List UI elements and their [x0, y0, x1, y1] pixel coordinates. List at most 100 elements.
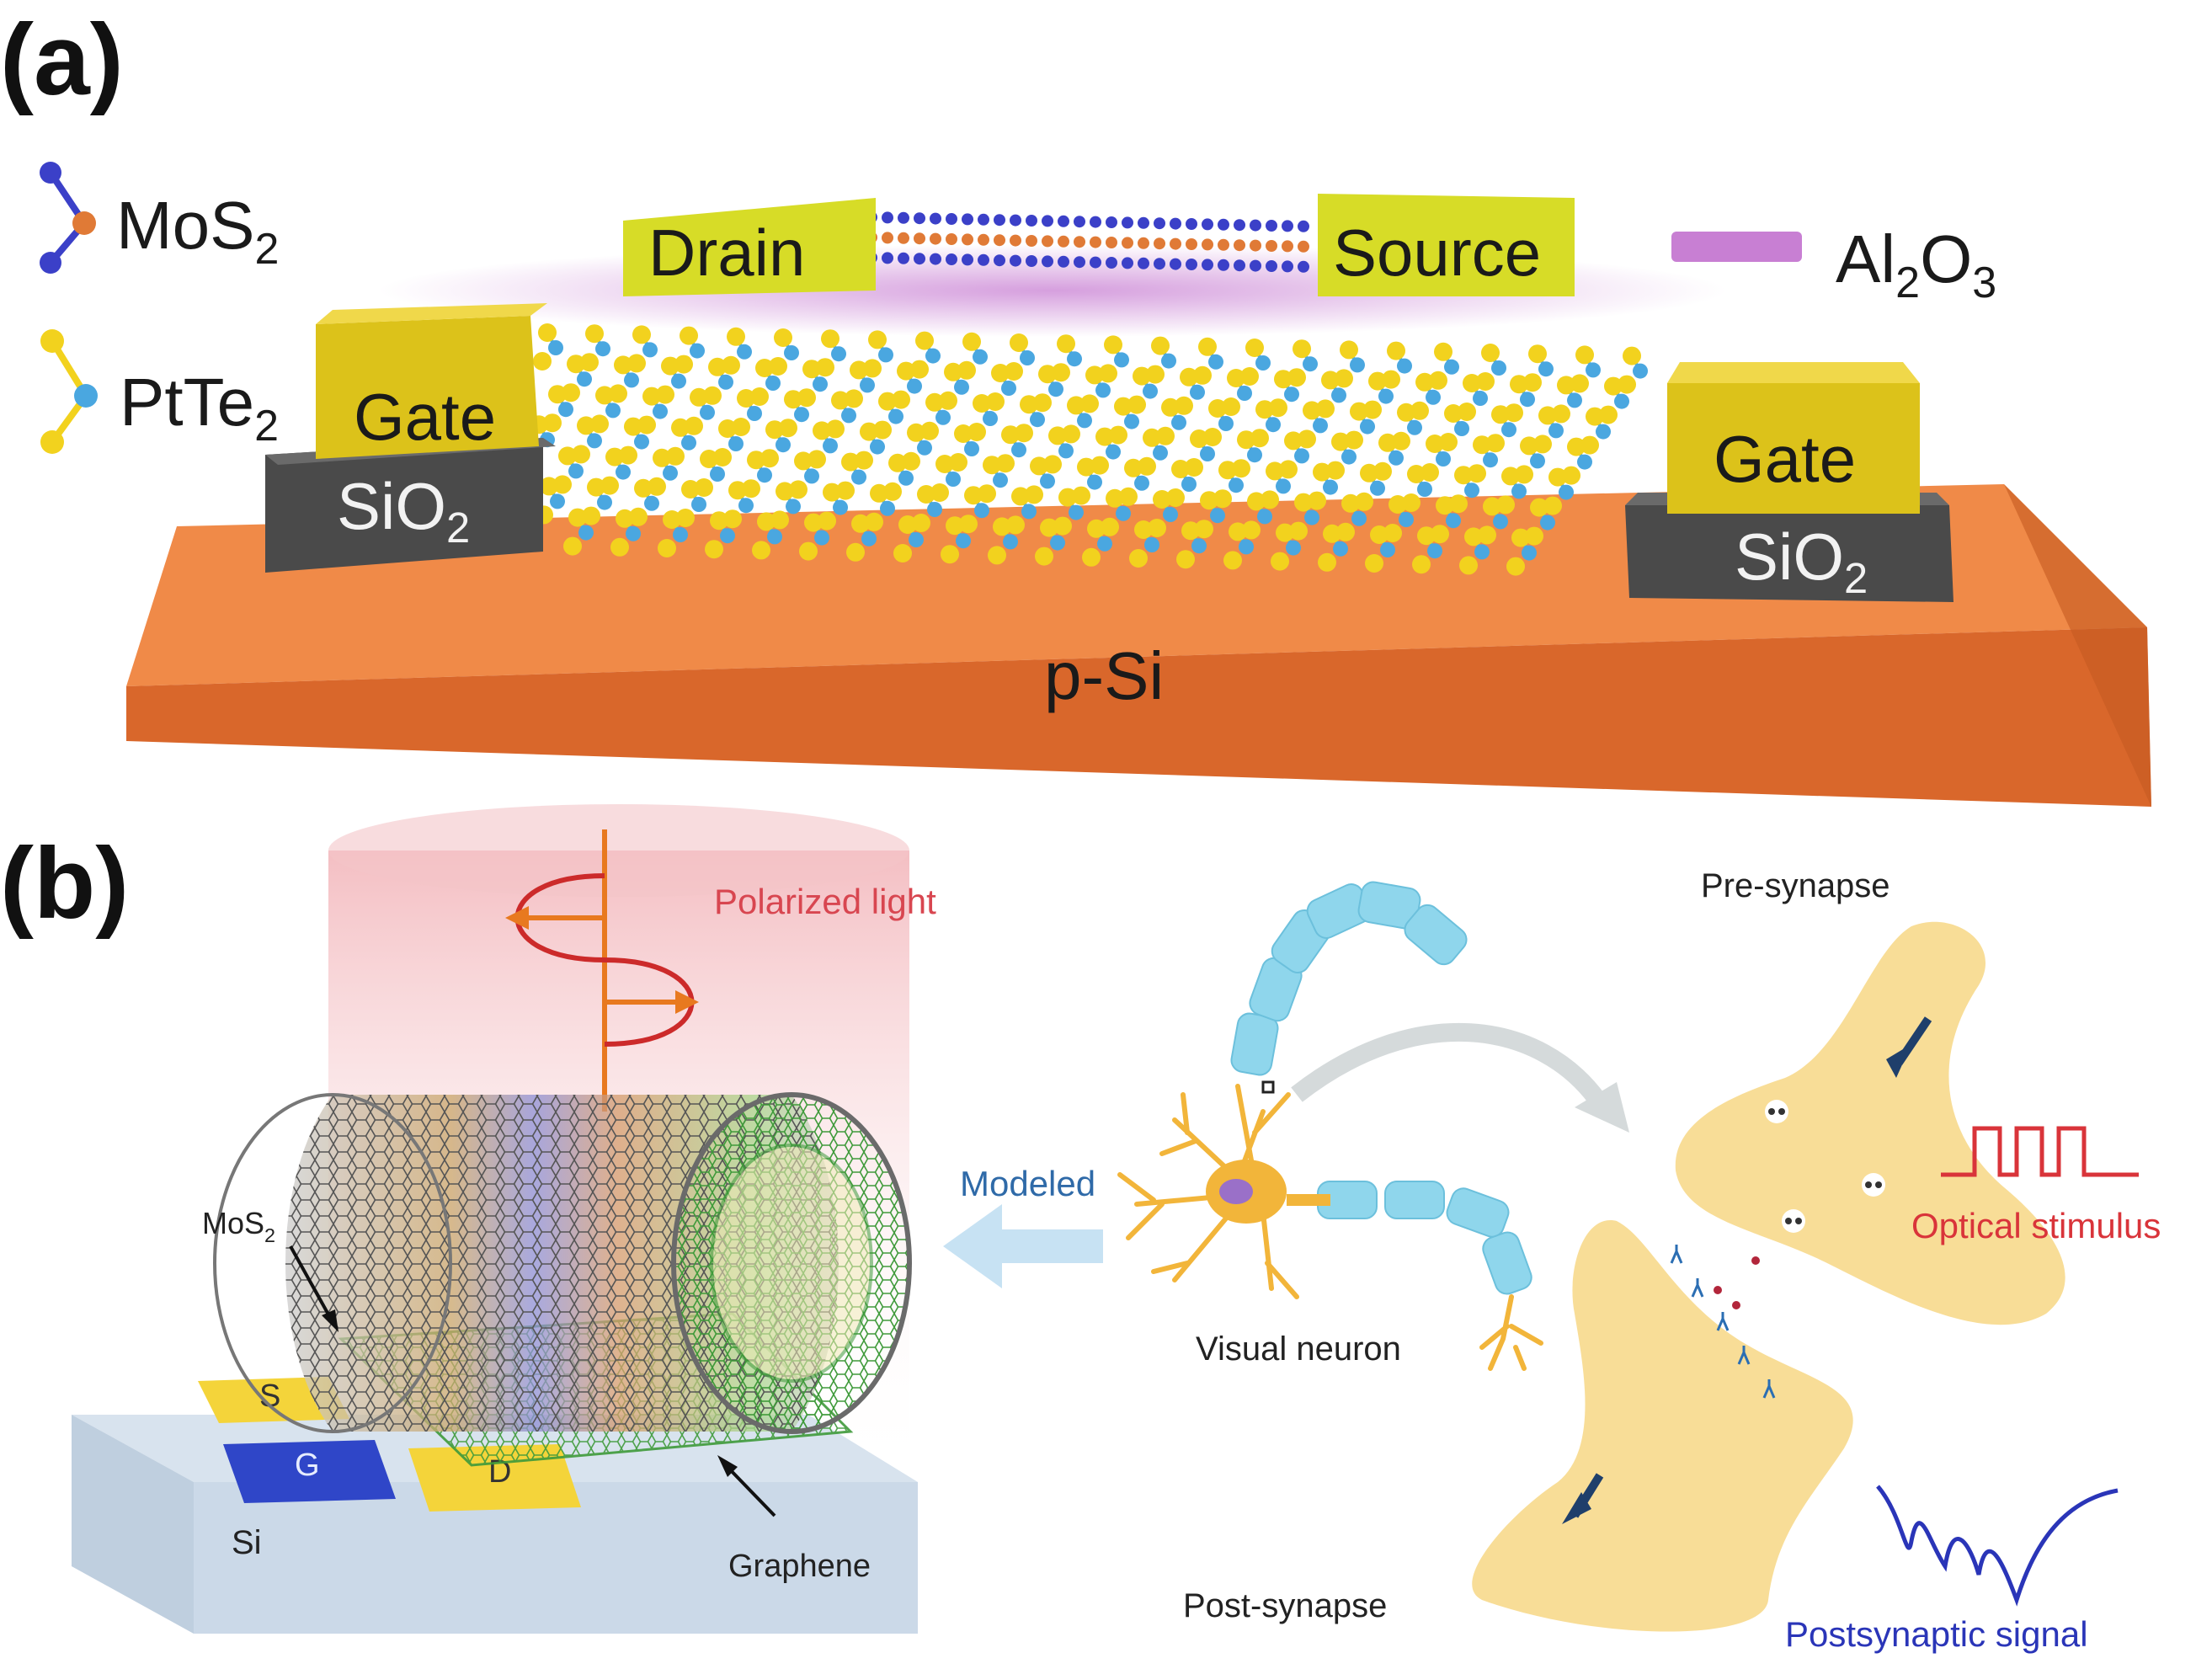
atom — [1511, 483, 1527, 499]
atom — [946, 213, 957, 225]
atom — [912, 514, 930, 532]
atom — [1048, 381, 1063, 397]
atom — [1614, 393, 1629, 409]
atom — [1360, 419, 1375, 435]
atom — [1596, 424, 1611, 440]
atom — [674, 355, 693, 374]
atom — [1170, 258, 1181, 270]
atom — [1559, 484, 1574, 500]
myelin-segment — [1384, 1181, 1445, 1219]
atom — [789, 480, 808, 499]
atom — [680, 326, 698, 345]
atom — [642, 387, 661, 406]
atom — [1294, 493, 1313, 512]
atom — [1570, 374, 1589, 393]
atom — [774, 328, 792, 347]
atom — [634, 434, 649, 450]
atom — [988, 546, 1006, 565]
atom — [1562, 466, 1580, 485]
atom — [1476, 372, 1495, 391]
atom — [1493, 514, 1508, 530]
atom — [993, 517, 1011, 536]
legend-mos2-label: MoS2 — [116, 188, 279, 274]
atom — [1170, 237, 1181, 250]
atom — [882, 252, 893, 264]
atom — [1577, 454, 1592, 470]
atom — [1478, 525, 1496, 545]
atom — [1355, 492, 1373, 511]
atom — [907, 423, 925, 442]
atom — [597, 494, 612, 510]
atom — [644, 495, 659, 511]
atom — [1402, 493, 1420, 512]
atom — [1459, 556, 1478, 575]
atom — [1463, 374, 1481, 392]
atom — [710, 511, 728, 531]
atom — [1505, 403, 1523, 423]
atom — [653, 403, 668, 419]
atom — [962, 332, 981, 351]
atom — [927, 502, 942, 517]
atom — [1087, 474, 1102, 490]
atom — [1415, 372, 1434, 392]
atom — [685, 416, 703, 435]
atom — [882, 211, 893, 224]
atom — [1020, 350, 1035, 365]
atom — [1298, 429, 1316, 449]
atom — [983, 456, 1001, 475]
atom — [587, 477, 605, 497]
atom — [986, 392, 1005, 411]
atom — [1218, 259, 1229, 271]
atom — [1520, 436, 1538, 456]
atom — [1373, 461, 1392, 481]
atom — [946, 472, 961, 487]
atom — [770, 510, 789, 530]
atom — [1436, 451, 1451, 467]
atom — [1599, 405, 1618, 424]
atom — [767, 529, 782, 545]
atom — [1618, 375, 1636, 394]
atom — [1026, 255, 1037, 267]
atom — [930, 212, 941, 225]
atom — [1213, 489, 1232, 509]
atom — [993, 472, 1008, 488]
atom — [917, 440, 932, 456]
atom — [1543, 496, 1562, 515]
atom — [690, 387, 708, 407]
atom — [1114, 397, 1133, 416]
atom — [1127, 395, 1146, 414]
atom — [616, 464, 631, 480]
atom — [558, 402, 573, 418]
atom — [1234, 259, 1245, 272]
atom — [1232, 459, 1250, 478]
atom — [1229, 522, 1247, 541]
atom — [600, 476, 619, 495]
atom — [548, 340, 563, 355]
myelin-segment — [1404, 904, 1468, 966]
atom — [878, 392, 897, 411]
atom — [1397, 403, 1415, 422]
atom — [1350, 402, 1368, 421]
atom — [1586, 407, 1604, 426]
atom — [1006, 515, 1025, 535]
atom — [1511, 528, 1530, 547]
atom — [1143, 428, 1161, 447]
polarized-light-wave-icon — [505, 829, 699, 1112]
atom — [860, 377, 875, 393]
atom — [656, 385, 674, 404]
atom — [723, 509, 742, 529]
atom — [1200, 491, 1218, 510]
atom — [1181, 477, 1197, 492]
atom — [814, 530, 829, 546]
atom — [784, 345, 799, 360]
atom — [1298, 260, 1309, 273]
atom — [663, 465, 678, 481]
atom — [582, 506, 600, 525]
atom — [1138, 257, 1149, 269]
nanoscroll — [213, 1092, 912, 1434]
atom — [1378, 388, 1394, 404]
electrode-g — [223, 1440, 396, 1503]
atom — [568, 508, 587, 527]
atom — [1266, 417, 1281, 433]
